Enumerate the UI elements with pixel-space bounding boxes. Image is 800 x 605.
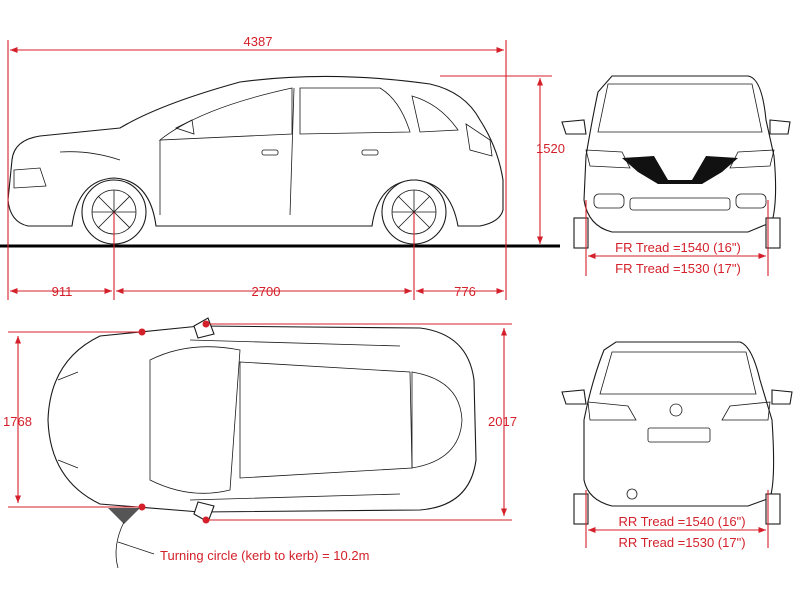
rear-window xyxy=(599,351,757,395)
lower-intake xyxy=(629,197,731,211)
front-right-foglamp xyxy=(735,193,767,209)
turning-circle-label: Turning circle (kerb to kerb) = 10.2m xyxy=(160,548,369,563)
top-left-mirror xyxy=(193,317,215,339)
rear-view: RR Tread =1540 (16") RR Tread =1530 (17"… xyxy=(561,341,793,550)
rear-left-tyre xyxy=(573,493,589,525)
exhaust xyxy=(626,488,638,500)
plate-recess xyxy=(647,427,711,443)
side-body-outline xyxy=(7,75,504,227)
door-line xyxy=(289,87,295,216)
front-right-mirror xyxy=(769,119,791,135)
top-headlamps xyxy=(57,371,79,469)
height-label: 1520 xyxy=(536,141,565,156)
rear-right-mirror xyxy=(771,389,793,405)
body-width-label: 1768 xyxy=(3,414,32,429)
turning-arc xyxy=(115,521,125,569)
tail-lamp xyxy=(465,123,493,157)
rear-door-handle xyxy=(361,149,379,156)
side-mirror xyxy=(174,119,195,135)
front-tread-17: FR Tread =1530 (17") xyxy=(615,261,741,276)
mirror-width-dot-left xyxy=(202,320,210,328)
rear-right-lamp xyxy=(721,401,771,421)
turning-leader xyxy=(117,541,155,555)
rear-body-outline xyxy=(583,341,775,507)
grille xyxy=(622,156,738,184)
top-windshield xyxy=(149,346,241,494)
rear-overhang-label: 776 xyxy=(454,284,476,299)
rear-left-mirror xyxy=(561,389,587,405)
top-view: 1768 2017 Turning circle (kerb to kerb) … xyxy=(3,317,517,569)
wheelbase-label: 2700 xyxy=(252,284,281,299)
front-left-tyre xyxy=(573,217,589,249)
windshield xyxy=(597,83,763,133)
body-width-dot-right xyxy=(138,503,146,511)
rear-right-tyre xyxy=(765,493,781,525)
rear-tread-17: RR Tread =1530 (17") xyxy=(618,535,745,550)
front-left-mirror xyxy=(561,119,587,135)
side-windows xyxy=(158,87,459,141)
mirror-width-label: 2017 xyxy=(488,414,517,429)
mirror-width-dot-right xyxy=(202,516,210,524)
front-left-foglamp xyxy=(593,193,625,209)
front-door-handle xyxy=(261,149,279,156)
front-left-headlamp xyxy=(585,149,631,169)
top-body-outline xyxy=(47,325,477,513)
side-view: 4387 1520 911 2700 776 xyxy=(0,34,565,300)
front-tread-16: FR Tread =1540 (16") xyxy=(615,240,741,255)
headlamp xyxy=(13,167,47,189)
front-right-tyre xyxy=(765,217,781,249)
turning-wedge xyxy=(108,508,140,524)
front-overhang-label: 911 xyxy=(52,284,73,299)
front-right-headlamp xyxy=(729,149,775,169)
body-width-dot-left xyxy=(138,328,146,336)
rear-tread-16: RR Tread =1540 (16") xyxy=(618,514,745,529)
rear-left-lamp xyxy=(587,401,637,421)
overall-length-label: 4387 xyxy=(244,34,273,49)
front-body-outline xyxy=(583,75,777,233)
top-rear-glass xyxy=(411,371,463,469)
hood-line xyxy=(59,151,121,161)
rear-badge xyxy=(669,403,683,417)
top-side-lines xyxy=(189,339,401,501)
front-view: FR Tread =1540 (16") FR Tread =1530 (17"… xyxy=(561,75,791,276)
